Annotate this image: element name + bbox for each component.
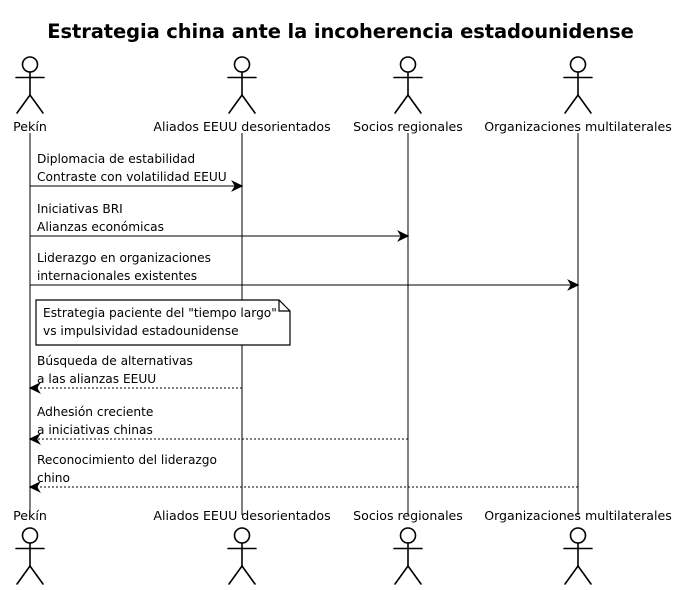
actor-leg-right <box>407 94 422 114</box>
actor-figure-top-aliados <box>227 56 257 114</box>
actor-leg-left <box>228 94 243 114</box>
actor-head <box>233 527 251 544</box>
actor-leg-left <box>394 94 409 114</box>
message-2: Iniciativas BRI Alianzas económicas <box>30 202 410 242</box>
actor-label-top-aliados: Aliados EEUU desorientados <box>153 119 330 134</box>
page-title: Estrategia china ante la incoherencia es… <box>47 20 634 43</box>
actor-label-top-organizaciones: Organizaciones multilaterales <box>484 119 672 134</box>
message-3: Liderazgo en organizaciones internacional… <box>30 251 580 291</box>
actor-figure-top-organizaciones <box>563 56 593 114</box>
message-label-1-line-2: Contraste con volatilidad EEUU <box>37 170 227 184</box>
actor-head <box>399 56 417 73</box>
actor-leg-left <box>564 94 579 114</box>
actor-label-top-pekin: Pekín <box>13 119 47 134</box>
actor-label-top-socios: Socios regionales <box>353 119 463 134</box>
message-label-6-line-1: Reconocimiento del liderazgo <box>37 453 217 467</box>
message-label-5-line-2: a iniciativas chinas <box>37 423 153 437</box>
actor-leg-right <box>241 565 256 585</box>
note-body <box>35 299 291 346</box>
actor-label-bottom-pekin: Pekín <box>13 508 47 523</box>
message-label-3-line-2: internacionales existentes <box>37 269 197 283</box>
actor-head <box>21 56 39 73</box>
message-label-2-line-1: Iniciativas BRI <box>37 202 123 216</box>
message-4: Búsqueda de alternativas a las alianzas E… <box>28 354 242 394</box>
message-label-2-line-2: Alianzas económicas <box>37 220 164 234</box>
message-label-4-line-1: Búsqueda de alternativas <box>37 354 193 368</box>
actor-figure-top-socios <box>393 56 423 114</box>
actor-label-bottom-socios: Socios regionales <box>353 508 463 523</box>
note-text-line-2: vs impulsividad estadounidense <box>43 324 239 338</box>
actor-leg-left <box>228 565 243 585</box>
actor-leg-left <box>564 565 579 585</box>
message-6: Reconocimiento del liderazgo chino <box>28 453 578 493</box>
message-5: Adhesión creciente a iniciativas chinas <box>28 405 408 445</box>
actor-label-bottom-aliados: Aliados EEUU desorientados <box>153 508 330 523</box>
message-label-4-line-2: a las alianzas EEUU <box>37 372 156 386</box>
actor-leg-right <box>407 565 422 585</box>
actor-head <box>569 527 587 544</box>
actor-leg-left <box>16 94 31 114</box>
actor-leg-right <box>577 94 592 114</box>
actor-head <box>569 56 587 73</box>
actor-figure-bottom-pekin <box>15 527 45 585</box>
note-text-line-1: Estrategia paciente del "tiempo largo" <box>43 306 277 320</box>
message-label-6-line-2: chino <box>37 471 70 485</box>
actor-figure-top-pekin <box>15 56 45 114</box>
actor-leg-left <box>16 565 31 585</box>
message-label-1-line-1: Diplomacia de estabilidad <box>37 152 195 166</box>
actor-figure-bottom-socios <box>393 527 423 585</box>
note-box: Estrategia paciente del "tiempo largo" vs… <box>35 299 291 346</box>
actor-label-bottom-organizaciones: Organizaciones multilaterales <box>484 508 672 523</box>
note-fold-corner-icon <box>278 300 290 312</box>
actor-leg-right <box>29 94 44 114</box>
actor-leg-left <box>394 565 409 585</box>
message-label-5-line-1: Adhesión creciente <box>37 405 153 419</box>
actor-leg-right <box>241 94 256 114</box>
actor-figure-bottom-aliados <box>227 527 257 585</box>
message-label-3-line-1: Liderazgo en organizaciones <box>37 251 211 265</box>
actor-head <box>399 527 417 544</box>
actor-leg-right <box>29 565 44 585</box>
actor-head <box>233 56 251 73</box>
actor-leg-right <box>577 565 592 585</box>
actor-head <box>21 527 39 544</box>
actor-figure-bottom-organizaciones <box>563 527 593 585</box>
